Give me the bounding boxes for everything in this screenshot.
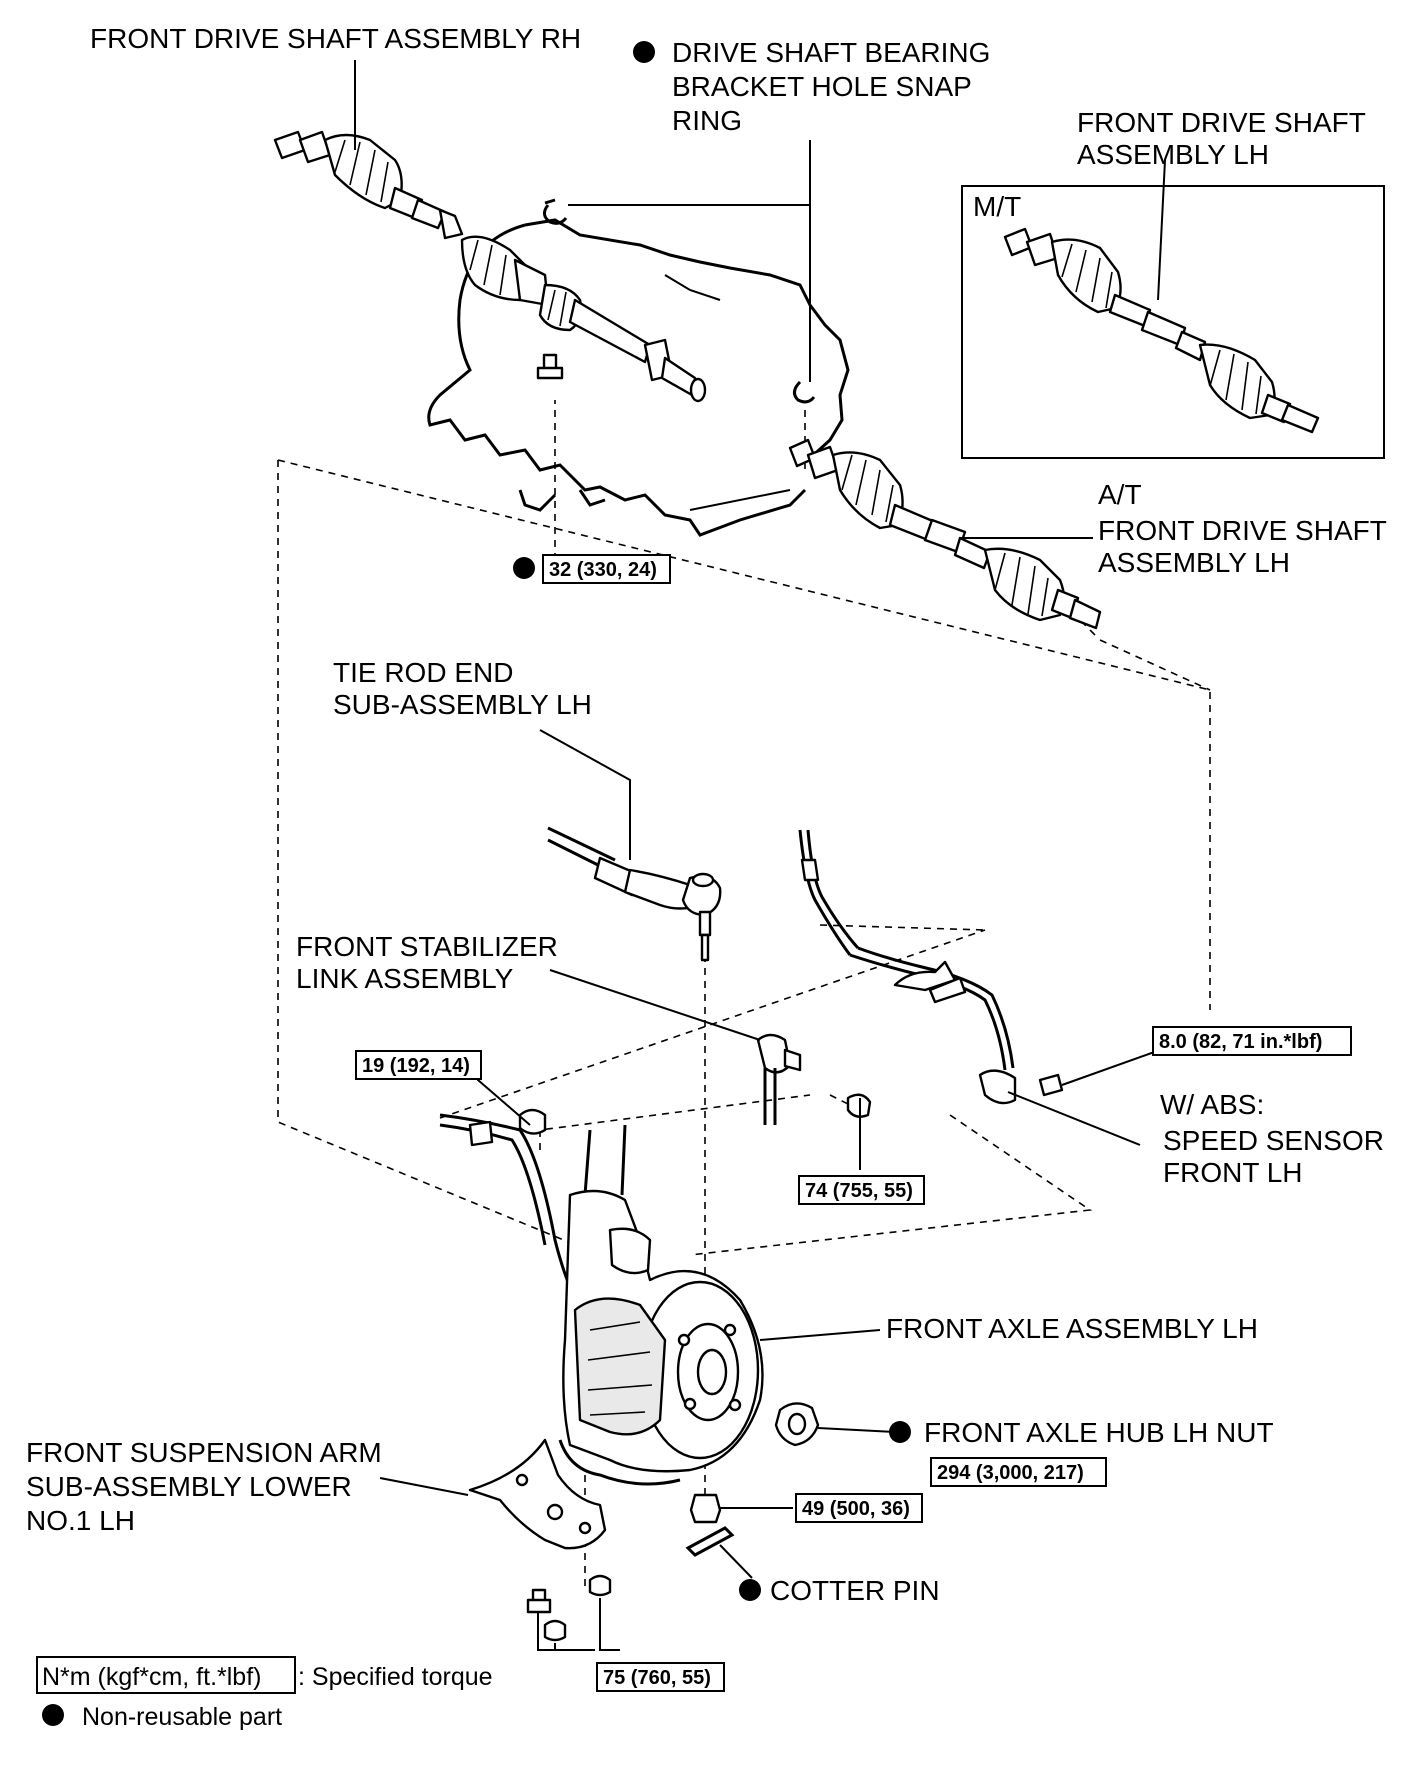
torque-lower-arm-bolts: 75 (760, 55) [603,1667,711,1689]
nonreusable-dot-icon [42,1704,64,1726]
speed-sensor-front-lh [798,829,1064,1105]
label-abs-2: SPEED SENSOR [1163,1125,1384,1156]
label-tie-rod-2: SUB-ASSEMBLY LH [333,689,592,720]
label-snap-ring-1: DRIVE SHAFT BEARING [672,37,990,68]
bracket-bolt [536,353,564,380]
label-snap-ring-2: BRACKET HOLE SNAP [672,71,972,102]
snap-ring-lower [793,380,816,404]
brake-hose-and-clamp [439,1108,582,1311]
nonreusable-dot-icon [633,41,655,63]
nonreusable-dot-icon [889,1421,911,1443]
label-cotter-pin: COTTER PIN [770,1575,940,1606]
torque-bracket-bolt: 32 (330, 24) [549,559,657,581]
label-at: A/T [1098,479,1142,510]
label-abs-1: W/ ABS: [1160,1089,1264,1120]
front-drive-shaft-lh-at [788,438,1102,630]
tie-rod-end-lh [547,826,722,962]
front-drive-shaft-lh-mt [1003,227,1320,434]
cotter-pin-part [685,1526,735,1557]
torque-sensor-clamp: 19 (192, 14) [362,1055,470,1077]
label-stabilizer-2: LINK ASSEMBLY [296,963,514,994]
label-lower-arm-3: NO.1 LH [26,1505,135,1536]
legend-nonreusable-desc: Non-reusable part [82,1703,282,1731]
nonreusable-dot-icon [513,557,535,579]
front-axle-assembly-lh [558,1189,764,1486]
torque-speed-sensor: 8.0 (82, 71 in.*lbf) [1159,1031,1322,1053]
tie-rod-nut [689,1493,722,1524]
label-lower-arm-1: FRONT SUSPENSION ARM [26,1437,382,1468]
leader-lines [354,60,1166,1651]
label-abs-3: FRONT LH [1163,1157,1303,1188]
label-stabilizer-1: FRONT STABILIZER [296,931,558,962]
label-mt-shaft-1: FRONT DRIVE SHAFT [1077,107,1366,138]
legend-torque-unit: N*m (kgf*cm, ft.*lbf) [42,1663,261,1691]
strut-assembly [583,1124,627,1196]
legend: N*m (kgf*cm, ft.*lbf) : Specified torque… [36,1656,493,1731]
lower-arm-bolts [526,1574,612,1642]
front-axle-hub-nut [774,1402,820,1447]
label-at-shaft-1: FRONT DRIVE SHAFT [1098,515,1387,546]
label-hub-nut: FRONT AXLE HUB LH NUT [924,1417,1274,1448]
torque-stabilizer-nut: 74 (755, 55) [805,1180,913,1202]
part-labels: FRONT DRIVE SHAFT ASSEMBLY RH DRIVE SHAF… [26,23,1387,1606]
label-front-drive-shaft-rh: FRONT DRIVE SHAFT ASSEMBLY RH [90,23,581,54]
label-mt-box: M/T [973,191,1021,222]
front-stabilizer-link [756,1033,872,1125]
legend-torque-desc: : Specified torque [298,1663,493,1691]
label-snap-ring-3: RING [672,105,742,136]
torque-tie-rod-nut: 49 (500, 36) [802,1498,910,1520]
label-tie-rod-1: TIE ROD END [333,657,513,688]
front-suspension-lower-arm [468,1438,607,1550]
front-drive-shaft-rh [273,130,707,403]
nonreusable-dot-icon [739,1579,761,1601]
torque-hub-nut: 294 (3,000, 217) [937,1462,1084,1484]
label-front-axle: FRONT AXLE ASSEMBLY LH [886,1313,1258,1344]
snap-ring-upper [543,204,568,225]
label-lower-arm-2: SUB-ASSEMBLY LOWER [26,1471,352,1502]
label-mt-shaft-2: ASSEMBLY LH [1077,139,1269,170]
snap-rings [543,198,816,404]
torque-specs: 32 (330, 24) 8.0 (82, 71 in.*lbf) 19 (19… [355,554,1352,1692]
label-at-shaft-2: ASSEMBLY LH [1098,547,1290,578]
